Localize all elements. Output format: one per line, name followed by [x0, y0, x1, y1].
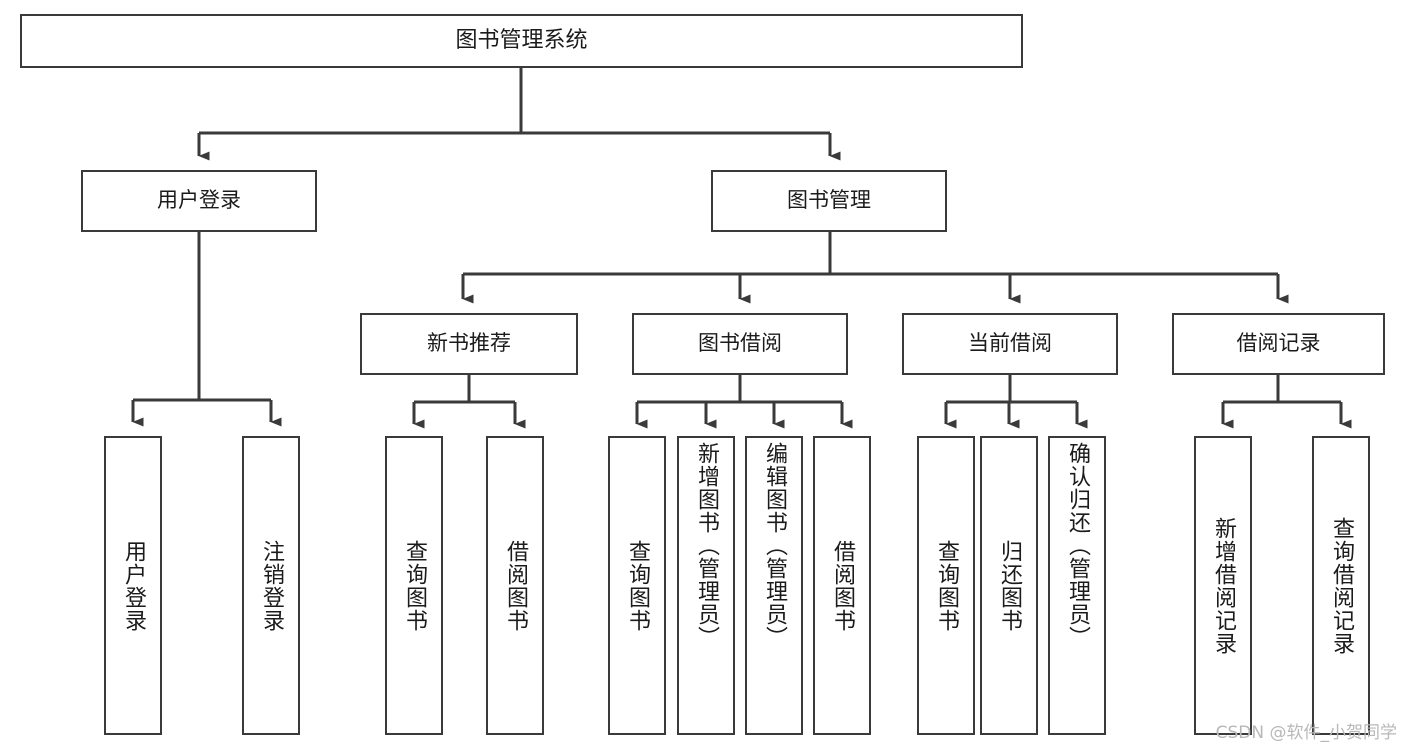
leaf-borrow-book-new[interactable]: 借阅图书: [486, 436, 544, 735]
node-label: 新增借阅记录: [1211, 516, 1236, 655]
node-label: 新书推荐: [427, 331, 511, 356]
leaf-add-book-admin[interactable]: 新增图书（管理员）: [677, 436, 735, 735]
node-label: 借阅记录: [1236, 331, 1321, 356]
node-current-borrow[interactable]: 当前借阅: [902, 313, 1118, 375]
leaf-borrow-book[interactable]: 借阅图书: [813, 436, 871, 735]
leaf-confirm-return-admin[interactable]: 确认归还（管理员）: [1048, 436, 1106, 735]
leaf-return-book[interactable]: 归还图书: [980, 436, 1038, 735]
leaf-query-borrow-record[interactable]: 查询借阅记录: [1312, 436, 1370, 735]
node-label: 用户登录: [121, 539, 146, 632]
leaf-query-book-new[interactable]: 查询图书: [385, 436, 443, 735]
node-label: 图书借阅: [698, 331, 782, 356]
node-label: 图书管理: [787, 188, 871, 213]
leaf-query-book-borrow[interactable]: 查询图书: [608, 436, 666, 735]
node-label: 借阅图书: [503, 539, 528, 632]
node-label: 查询图书: [402, 539, 427, 632]
leaf-query-book-current[interactable]: 查询图书: [917, 436, 975, 735]
leaf-user-login[interactable]: 用户登录: [104, 436, 162, 735]
watermark-text: CSDN @软件_小贺同学: [1215, 723, 1397, 743]
node-label: 查询借阅记录: [1329, 516, 1354, 655]
node-label: 查询图书: [625, 539, 650, 632]
leaf-logout-login[interactable]: 注销登录: [242, 436, 300, 735]
node-new-book-rec[interactable]: 新书推荐: [360, 313, 578, 375]
node-book-manage[interactable]: 图书管理: [711, 170, 947, 232]
node-label: 借阅图书: [830, 539, 855, 632]
node-label: 注销登录: [259, 539, 284, 632]
node-borrow-record[interactable]: 借阅记录: [1172, 313, 1385, 375]
leaf-edit-book-admin[interactable]: 编辑图书（管理员）: [745, 436, 803, 735]
node-label: 当前借阅: [968, 331, 1052, 356]
node-user-login[interactable]: 用户登录: [81, 170, 317, 232]
node-root-system[interactable]: 图书管理系统: [20, 14, 1023, 68]
node-label: 归还图书: [997, 539, 1022, 632]
node-book-borrow[interactable]: 图书借阅: [632, 313, 848, 375]
node-label: 确认归还（管理员）: [1065, 442, 1090, 649]
node-label: 图书管理系统: [455, 27, 588, 53]
node-label: 用户登录: [157, 188, 241, 213]
leaf-add-borrow-record[interactable]: 新增借阅记录: [1194, 436, 1252, 735]
node-label: 新增图书（管理员）: [694, 442, 719, 649]
node-label: 查询图书: [934, 539, 959, 632]
node-label: 编辑图书（管理员）: [762, 442, 787, 649]
